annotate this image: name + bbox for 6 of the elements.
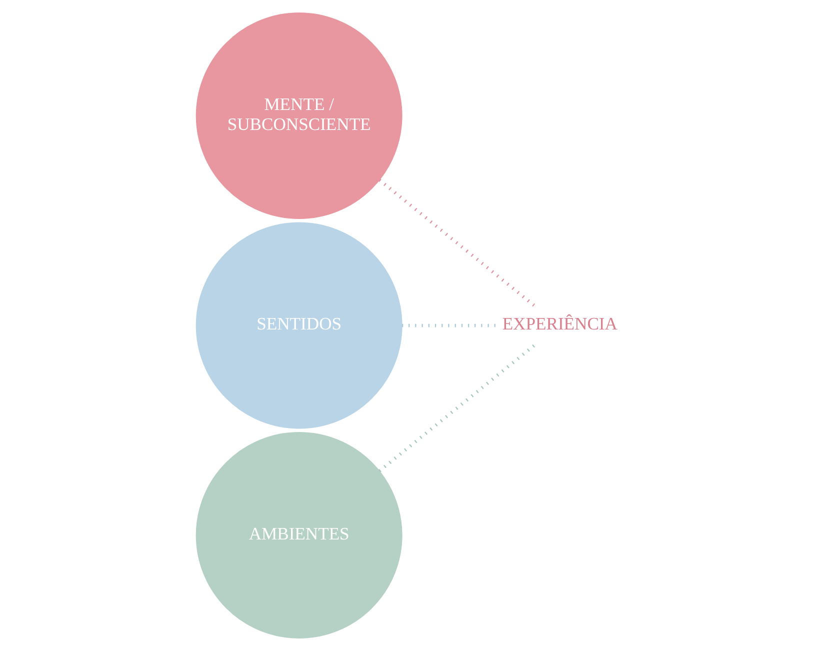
- connector: [378, 178, 536, 307]
- connector: [378, 344, 536, 472]
- node-circle: AMBIENTES: [196, 432, 402, 638]
- node-circle: MENTE / SUBCONSCIENTE: [196, 12, 402, 219]
- node-text: EXPERIÊNCIA: [502, 314, 618, 334]
- node-circle: SENTIDOS: [196, 222, 402, 429]
